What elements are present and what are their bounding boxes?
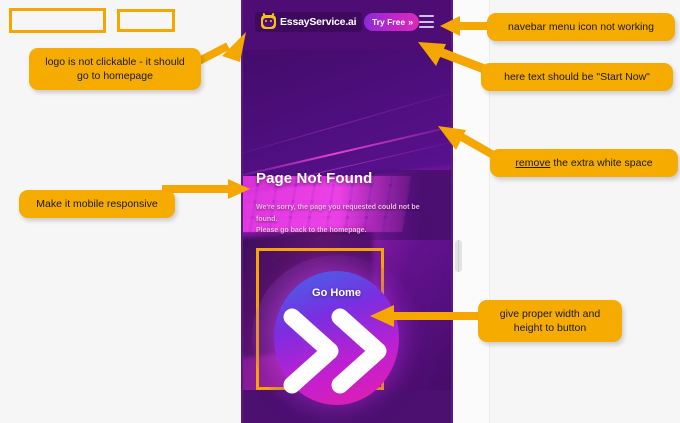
go-home-button[interactable]: Go Home (252, 255, 422, 420)
hamburger-menu-icon[interactable] (419, 15, 434, 28)
owl-mascot-icon (261, 12, 276, 29)
double-chevron-right-icon (283, 308, 387, 394)
annotation-logo-not-clickable: logo is not clickable - it should go to … (29, 48, 201, 91)
logo-highlight-box (9, 8, 106, 33)
go-home-label: Go Home (312, 287, 361, 299)
page-description: We're sorry, the page you requested coul… (256, 202, 441, 237)
annotation-cta-text: here text should be "Start Now" (481, 63, 673, 92)
site-logo-text: EssayService.ai (280, 16, 357, 28)
mobile-device-viewport: EssayService.ai Try Free » Page Not Foun… (241, 0, 453, 423)
page-scrollbar-thumb[interactable] (455, 240, 462, 272)
arrow-to-mobile-viewport (162, 179, 250, 199)
annotation-mobile-responsive: Make it mobile responsive (19, 190, 175, 219)
page-description-line1: We're sorry, the page you requested coul… (256, 204, 420, 223)
annotation-remove-white-space: remove the extra white space (490, 149, 678, 178)
annotation-button-size: give proper width and height to button (478, 300, 622, 343)
arrow-to-go-home-button (370, 305, 484, 327)
try-free-label: Try Free (372, 17, 406, 27)
page-description-line2: Please go back to the homepage. (256, 227, 367, 235)
cta-highlight-box (117, 9, 175, 32)
annotation-remove-white-space-emphasis: remove (515, 157, 551, 169)
go-home-highlight-box: Go Home (252, 248, 422, 420)
app-navbar: EssayService.ai Try Free » (243, 0, 451, 50)
annotation-menu-icon-not-working: navebar menu icon not working (487, 13, 675, 42)
site-logo[interactable]: EssayService.ai (255, 12, 363, 32)
double-chevron-right-icon: » (408, 17, 413, 27)
try-free-button[interactable]: Try Free » (364, 13, 420, 31)
hero-tile-grid-fade (339, 170, 451, 240)
annotation-remove-white-space-rest: the extra white space (550, 157, 653, 169)
page-title: Page Not Found (256, 170, 373, 187)
